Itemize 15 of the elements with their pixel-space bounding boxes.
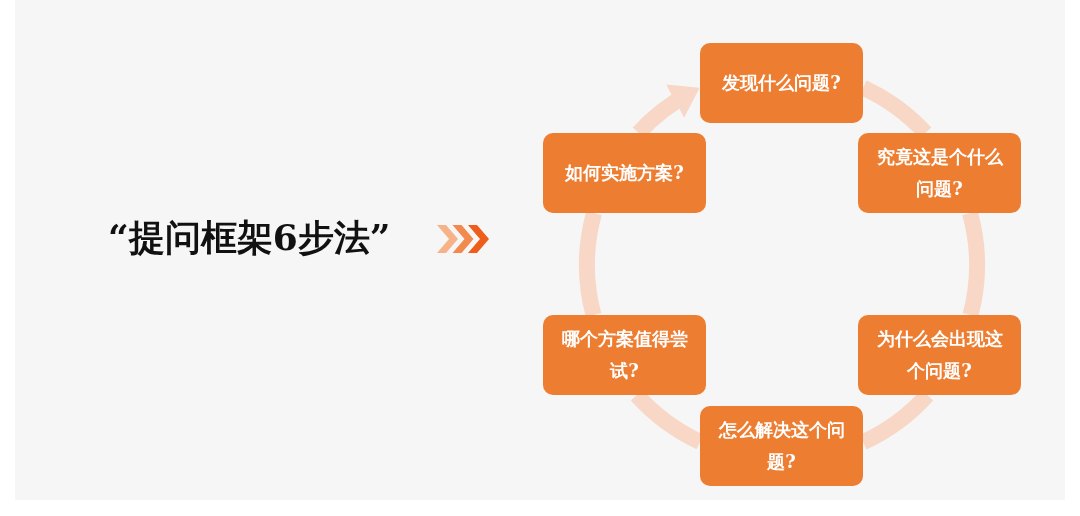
step-box	[858, 133, 1021, 213]
step-text: 如何实施方案?	[565, 161, 684, 185]
step-box	[543, 315, 706, 395]
step-box	[858, 315, 1021, 395]
cycle-arc	[579, 211, 602, 317]
step-text: 哪个方案值得尝试?	[560, 327, 689, 383]
step-box	[700, 406, 863, 486]
cycle-arc	[962, 211, 985, 317]
step-text: 为什么会出现这个问题?	[875, 327, 1004, 383]
step-text: 发现什么问题?	[722, 71, 841, 95]
step-text: 究竟这是个什么问题?	[875, 145, 1004, 201]
step-text: 怎么解决这个问题?	[717, 418, 846, 474]
step-box	[543, 133, 706, 213]
diagram-title: “提问框架6步法”	[108, 215, 391, 260]
step-box	[700, 43, 863, 123]
